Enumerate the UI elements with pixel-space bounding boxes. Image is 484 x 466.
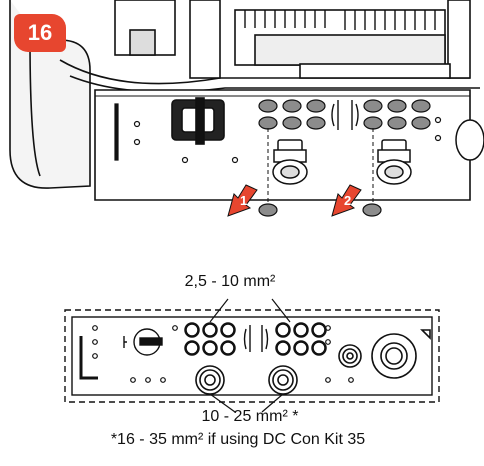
terminal-block: [244, 10, 436, 30]
center-bracket: [331, 100, 359, 130]
removed-plugs: [258, 203, 382, 217]
callout-1: 1: [240, 193, 247, 208]
callout-arrows: [227, 184, 362, 217]
plate-holes: [92, 325, 354, 383]
footnote-label: *16 - 35 mm² if using DC Con Kit 35: [110, 431, 366, 448]
board-holes: [114, 103, 442, 164]
switch-symbol: [123, 328, 163, 356]
small-openings-label: 2,5 - 10 mm²: [184, 273, 276, 290]
plate-openings: [184, 322, 327, 356]
leader-lines: [209, 298, 291, 413]
plate-outline: [64, 309, 440, 403]
knockout-plugs: [258, 99, 431, 130]
plate-bracket: [243, 325, 269, 352]
step-badge: 16: [14, 14, 66, 52]
guide-lines: [267, 128, 374, 205]
allen-key-icon: [79, 336, 98, 380]
large-openings-label: 10 - 25 mm² *: [201, 408, 299, 425]
dc-switch: [171, 97, 225, 145]
right-glands: [338, 329, 431, 379]
cable-glands: [272, 119, 484, 185]
large-openings: [195, 365, 298, 395]
step-number: 16: [27, 20, 53, 45]
callout-2: 2: [344, 193, 351, 208]
